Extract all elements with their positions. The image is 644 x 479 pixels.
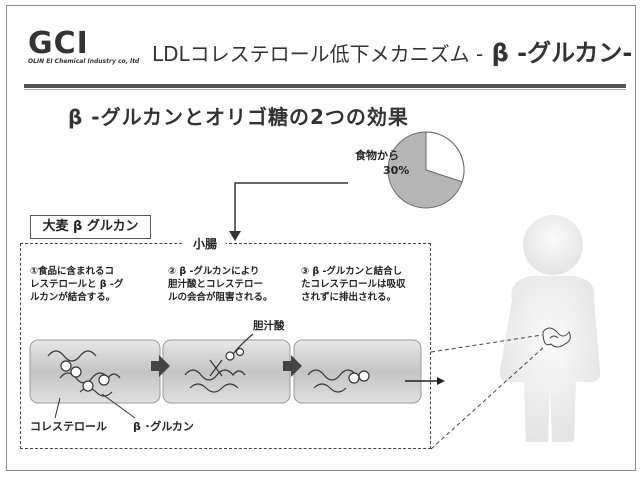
intestine-label: 小腸 — [184, 235, 226, 252]
step-3-text: ③ β -グルカンと結合し たコレステロールは吸収 されずに排出される。 — [301, 265, 433, 304]
company-name: OLIN EI Chemical Industry co, ltd — [28, 58, 140, 65]
header-rule-thin — [24, 89, 626, 90]
company-logo: GCI — [28, 26, 89, 61]
step-3-line-2: たコレステロールは吸収 — [301, 279, 406, 290]
food-percent-label: 30% — [383, 164, 410, 177]
cholesterol-label: コレステロール — [30, 420, 107, 433]
slide-subtitle: β -グルカンとオリゴ糖の2つの効果 — [68, 105, 409, 129]
panel-3-molecules — [307, 369, 370, 393]
step-2-text: ② β -グルカンにより 胆汁酸とコレステロー ルの会合が阻害される。 — [168, 265, 300, 304]
callout-line-top — [430, 334, 543, 353]
panel-1-molecules — [47, 350, 121, 397]
bile-acid-label: 胆汁酸 — [253, 320, 285, 332]
connector-arrowhead — [229, 231, 241, 241]
step-2-line-1: ② β -グルカンにより — [168, 266, 260, 277]
food-pie-chart — [387, 131, 465, 209]
header-title: LDLコレステロール低下メカニズム - β -グルカン- — [152, 33, 632, 68]
header-title-beta: β -グルカン- — [483, 39, 633, 67]
step-arrow-1 — [151, 355, 170, 377]
step-1-line-3: ルカンが結合する。 — [30, 292, 116, 303]
oat-beta-glucan-box: 大麦 β グルカン — [30, 215, 151, 239]
step-2-line-2: 胆汁酸とコレステロー — [168, 279, 264, 290]
excretion-arrowhead — [437, 377, 445, 385]
step-arrow-2 — [283, 355, 302, 377]
human-body — [499, 215, 601, 442]
food-source-label: 食物から — [355, 149, 399, 162]
step-1-text: ①食品に含まれるコ レステロールと β -グ ルカンが結合する。 — [30, 265, 162, 304]
step-3-line-1: ③ β -グルカンと結合し — [301, 266, 403, 277]
step-panels — [29, 339, 422, 404]
body-intestine — [542, 327, 571, 348]
connector-line — [234, 182, 348, 236]
pie-slice-food — [425, 131, 465, 183]
beta-glucan-label: β ･グルカン — [133, 420, 194, 433]
cholesterol-leader — [54, 397, 61, 419]
header-title-prefix: LDLコレステロール低下メカニズム - — [152, 42, 484, 66]
step-1-line-2: レステロールと β -グ — [30, 279, 124, 290]
step-2-line-3: ルの会合が阻害される。 — [168, 292, 273, 303]
callout-line-bottom — [430, 345, 546, 450]
step-1-line-1: ①食品に含まれるコ — [30, 266, 115, 277]
step-3-line-3: されずに排出される。 — [301, 292, 397, 303]
beta-glucan-leader — [101, 393, 136, 419]
header-rule — [24, 84, 626, 88]
panel-2-molecules — [184, 333, 254, 393]
